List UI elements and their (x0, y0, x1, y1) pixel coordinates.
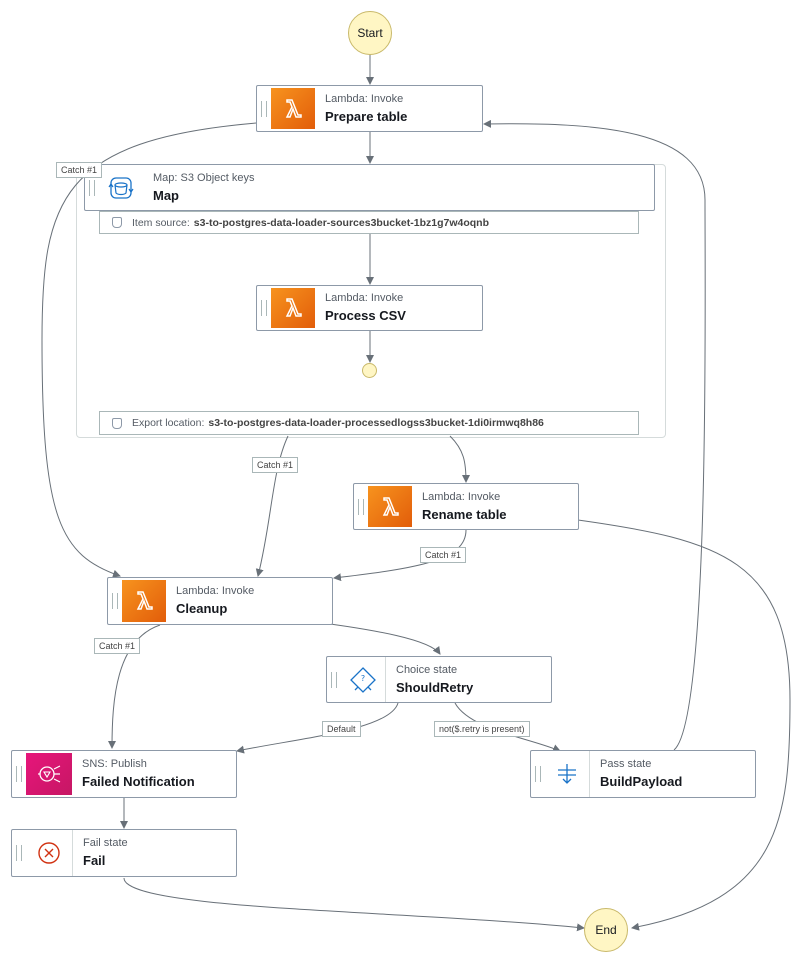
lambda-icon (122, 580, 166, 622)
edge-cleanup-sns (108, 624, 161, 749)
item-source-label: Item source: (132, 216, 190, 229)
state-prepare-table[interactable]: Lambda: Invoke Prepare table (256, 85, 483, 132)
bucket-icon (112, 417, 122, 429)
state-cleanup[interactable]: Lambda: Invoke Cleanup (107, 577, 333, 625)
lambda-icon (271, 288, 315, 328)
map-iteration-end-node (362, 363, 377, 378)
state-name-label: Map (153, 187, 179, 203)
state-type-label: SNS: Publish (82, 758, 147, 770)
drag-handle[interactable] (354, 484, 368, 529)
edge-label-catch-prepare: Catch #1 (56, 162, 103, 178)
state-name-label: ShouldRetry (396, 679, 474, 695)
state-type-label: Pass state (600, 758, 652, 770)
edge-map-cleanup (255, 435, 289, 577)
edge-label-catch-map: Catch #1 (252, 457, 299, 473)
edge-label-default: Default (322, 721, 361, 737)
drag-handle[interactable] (108, 578, 122, 624)
edge-label-not-retry: not($.retry is present) (434, 721, 530, 737)
start-node[interactable]: Start (348, 11, 392, 55)
pass-state-icon (545, 751, 590, 797)
item-source-value: s3-to-postgres-data-loader-sources3bucke… (193, 216, 490, 229)
sns-icon (26, 753, 72, 795)
state-fail[interactable]: Fail state Fail (11, 829, 237, 877)
state-name-label: Process CSV (325, 308, 406, 323)
lambda-icon (271, 88, 315, 129)
edge-fail-end (123, 877, 585, 932)
state-should-retry[interactable]: ? Choice state ShouldRetry (326, 656, 552, 703)
state-name-label: Fail (83, 853, 106, 868)
state-name-label: Rename table (422, 506, 507, 522)
state-build-payload[interactable]: Pass state BuildPayload (530, 750, 756, 798)
state-type-label: Map: S3 Object keys (153, 171, 255, 184)
edge-cleanup-choice (299, 619, 441, 655)
edge-rename-end (577, 519, 791, 931)
s3-map-icon (99, 167, 143, 208)
edge-choice-sns (236, 702, 399, 754)
edge-map-rename (449, 435, 470, 483)
drag-handle[interactable] (327, 657, 341, 702)
export-location-value: s3-to-postgres-data-loader-processedlogs… (208, 417, 544, 429)
export-location-label: Export location: (132, 417, 205, 429)
state-name-label: Prepare table (325, 108, 408, 124)
drag-handle[interactable] (257, 86, 271, 131)
state-process-csv[interactable]: Lambda: Invoke Process CSV (256, 285, 483, 331)
edge-label-catch-rename: Catch #1 (420, 547, 467, 563)
state-rename-table[interactable]: Lambda: Invoke Rename table (353, 483, 579, 530)
state-type-label: Lambda: Invoke (325, 92, 404, 105)
drag-handle[interactable] (257, 286, 271, 330)
choice-icon: ? (341, 657, 386, 702)
drag-handle[interactable] (531, 751, 545, 797)
edge-prepare-cleanup (41, 122, 257, 578)
state-name-label: Failed Notification (82, 774, 195, 789)
fail-icon (26, 830, 73, 876)
drag-handle[interactable] (12, 830, 26, 876)
state-name-label: Cleanup (176, 601, 228, 616)
end-node[interactable]: End (584, 908, 628, 952)
state-name-label: BuildPayload (600, 774, 683, 789)
state-map[interactable]: Map: S3 Object keys Map (84, 164, 655, 211)
drag-handle[interactable] (12, 751, 26, 797)
edge-pass-prepare (483, 119, 706, 751)
lambda-icon (368, 486, 412, 527)
state-type-label: Fail state (83, 837, 128, 849)
state-type-label: Lambda: Invoke (176, 585, 255, 597)
edge-label-catch-cleanup: Catch #1 (94, 638, 141, 654)
svg-text:?: ? (361, 674, 365, 683)
bucket-icon (112, 217, 122, 228)
state-failed-notification[interactable]: SNS: Publish Failed Notification (11, 750, 237, 798)
map-export-location: Export location: s3-to-postgres-data-loa… (99, 411, 639, 435)
map-item-source: Item source: s3-to-postgres-data-loader-… (99, 211, 639, 234)
state-type-label: Lambda: Invoke (422, 490, 501, 503)
state-type-label: Choice state (396, 663, 458, 676)
state-type-label: Lambda: Invoke (325, 292, 404, 304)
